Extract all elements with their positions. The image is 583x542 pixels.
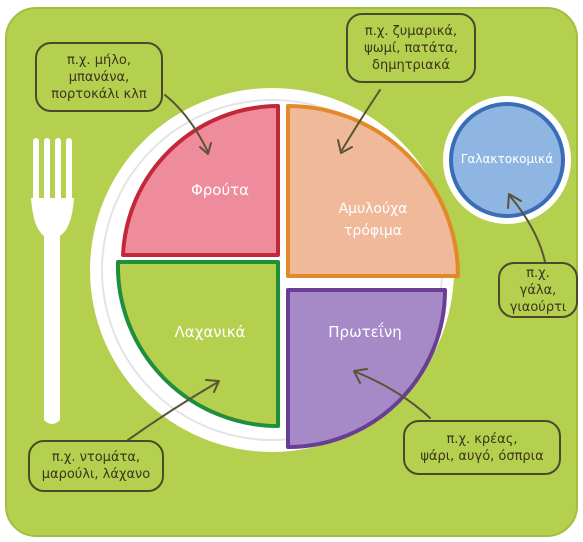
- dairy-segment[interactable]: [449, 102, 565, 218]
- grains-segment[interactable]: [286, 104, 460, 278]
- fruits-label: Φρούτα: [190, 181, 250, 199]
- arrow-protein: [355, 371, 431, 419]
- note-protein: π.χ. κρέας, ψάρι, αυγό, όσπρια: [403, 420, 561, 475]
- vegetables-segment[interactable]: [115, 260, 280, 428]
- arrow-vegetables: [127, 381, 219, 441]
- arrow-grains: [341, 89, 381, 151]
- note-fruits: π.χ. μήλο, μπανάνα, πορτοκάλι κλπ: [35, 42, 163, 112]
- fork-icon: [31, 138, 74, 424]
- protein-label: Πρωτεΐνη: [328, 323, 402, 341]
- note-vegetables: π.χ. ντομάτα, μαρούλι, λάχανο: [28, 440, 164, 492]
- dairy-label: Γαλακτοκομικά: [460, 152, 554, 166]
- note-grains: π.χ. ζυμαρικά, ψωμί, πατάτα, δημητριακά: [346, 13, 476, 83]
- grains-label: Αμυλούχα τρόφιμα: [338, 201, 408, 239]
- arrow-dairy: [509, 195, 546, 263]
- vegetables-label: Λαχανικά: [174, 323, 246, 341]
- arrow-fruits: [164, 94, 209, 153]
- fruits-segment[interactable]: [121, 104, 280, 257]
- note-dairy: π.χ. γάλα, γιαούρτι: [498, 262, 578, 318]
